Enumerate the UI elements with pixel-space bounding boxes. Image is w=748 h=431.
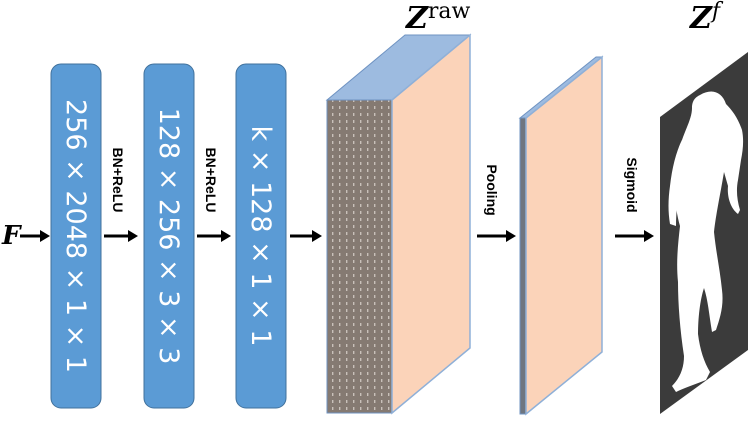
arrow-input — [20, 230, 50, 242]
zf-label: Zf — [689, 0, 724, 36]
zf-label-base: Z — [689, 1, 713, 36]
zraw-volume — [325, 33, 472, 415]
input-symbol: F — [1, 221, 22, 251]
pooled-volume — [518, 55, 604, 416]
zraw-label-base: Z — [405, 1, 429, 36]
arrow-sigmoid — [615, 230, 654, 242]
op-label-bn-relu-2: BN+ReLU — [203, 148, 219, 213]
layer-label-2: 128 × 256 × 3 × 3 — [153, 108, 184, 365]
zraw-label: Zraw — [405, 0, 471, 36]
arrow-op-1 — [104, 230, 138, 242]
zraw-label-sup: raw — [428, 0, 471, 24]
layer-box-1: 256 × 2048 × 1 × 1 — [50, 63, 102, 409]
zf-label-sup: f — [710, 0, 724, 24]
arrow-op-2 — [197, 230, 231, 242]
op-label-bn-relu-1: BN+ReLU — [110, 148, 126, 213]
op-label-pooling: Pooling — [484, 164, 500, 215]
arrow-to-zraw — [290, 230, 322, 242]
person-silhouette — [672, 91, 744, 393]
foreground-mask — [660, 52, 748, 414]
layer-label-3: k × 128 × 1 × 1 — [245, 126, 276, 347]
layer-box-3: k × 128 × 1 × 1 — [235, 63, 287, 409]
arrow-pooling — [477, 230, 516, 242]
layer-box-2: 128 × 256 × 3 × 3 — [143, 63, 195, 409]
layer-label-1: 256 × 2048 × 1 × 1 — [60, 99, 91, 373]
op-label-sigmoid: Sigmoid — [624, 157, 640, 212]
